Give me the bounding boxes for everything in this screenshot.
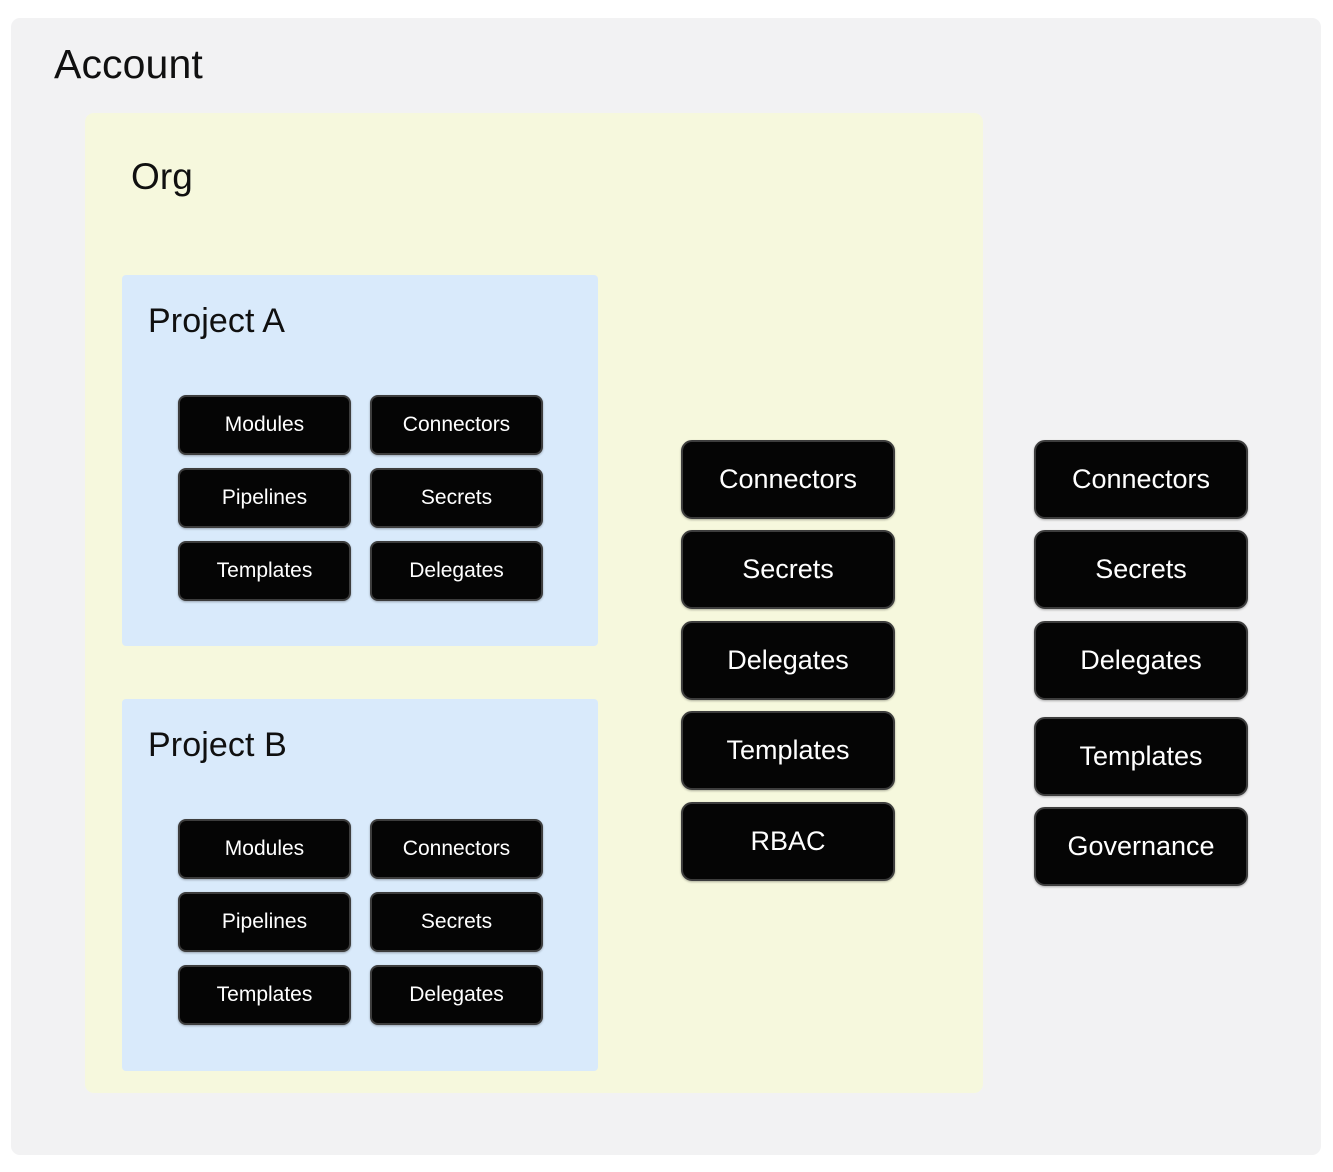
node-label: Modules bbox=[224, 837, 305, 860]
node-project-a-templates[interactable]: Templates bbox=[178, 541, 351, 601]
node-label: Connectors bbox=[402, 837, 511, 860]
node-project-a-secrets[interactable]: Secrets bbox=[370, 468, 543, 528]
node-label: Secrets bbox=[420, 910, 493, 933]
node-label: Secrets bbox=[1095, 554, 1187, 584]
node-project-b-delegates[interactable]: Delegates bbox=[370, 965, 543, 1025]
node-org-templates[interactable]: Templates bbox=[681, 711, 895, 790]
node-account-secrets[interactable]: Secrets bbox=[1034, 530, 1248, 609]
project-a-title: Project A bbox=[148, 302, 285, 340]
project-b-panel: Project B Modules Pipelines Templates Co… bbox=[122, 699, 598, 1071]
node-label: Pipelines bbox=[221, 910, 308, 933]
account-scope-title: Account bbox=[54, 41, 203, 87]
node-account-governance[interactable]: Governance bbox=[1034, 807, 1248, 886]
node-org-delegates[interactable]: Delegates bbox=[681, 621, 895, 700]
node-project-b-pipelines[interactable]: Pipelines bbox=[178, 892, 351, 952]
node-label: Connectors bbox=[1071, 464, 1211, 494]
project-a-panel: Project A Modules Pipelines Templates Co… bbox=[122, 275, 598, 646]
node-label: RBAC bbox=[750, 826, 826, 856]
node-label: Delegates bbox=[409, 559, 504, 582]
node-label: Delegates bbox=[409, 983, 504, 1006]
node-project-b-secrets[interactable]: Secrets bbox=[370, 892, 543, 952]
node-label: Connectors bbox=[402, 413, 511, 436]
node-label: Delegates bbox=[1080, 645, 1202, 675]
node-label: Connectors bbox=[718, 464, 858, 494]
project-b-title: Project B bbox=[148, 726, 287, 764]
node-label: Modules bbox=[224, 413, 305, 436]
node-org-connectors[interactable]: Connectors bbox=[681, 440, 895, 519]
node-label: Pipelines bbox=[221, 486, 308, 509]
node-label: Templates bbox=[216, 559, 313, 582]
node-label: Governance bbox=[1067, 831, 1215, 861]
node-account-delegates[interactable]: Delegates bbox=[1034, 621, 1248, 700]
node-project-a-delegates[interactable]: Delegates bbox=[370, 541, 543, 601]
node-project-a-connectors[interactable]: Connectors bbox=[370, 395, 543, 455]
node-account-templates[interactable]: Templates bbox=[1034, 717, 1248, 796]
node-label: Templates bbox=[726, 735, 850, 765]
node-project-b-connectors[interactable]: Connectors bbox=[370, 819, 543, 879]
node-label: Secrets bbox=[420, 486, 493, 509]
node-label: Templates bbox=[216, 983, 313, 1006]
node-label: Secrets bbox=[742, 554, 834, 584]
node-project-b-modules[interactable]: Modules bbox=[178, 819, 351, 879]
org-scope-title: Org bbox=[131, 156, 193, 197]
node-label: Delegates bbox=[727, 645, 849, 675]
node-org-secrets[interactable]: Secrets bbox=[681, 530, 895, 609]
node-project-a-pipelines[interactable]: Pipelines bbox=[178, 468, 351, 528]
node-project-b-templates[interactable]: Templates bbox=[178, 965, 351, 1025]
node-label: Templates bbox=[1079, 741, 1203, 771]
node-account-connectors[interactable]: Connectors bbox=[1034, 440, 1248, 519]
node-org-rbac[interactable]: RBAC bbox=[681, 802, 895, 881]
node-project-a-modules[interactable]: Modules bbox=[178, 395, 351, 455]
